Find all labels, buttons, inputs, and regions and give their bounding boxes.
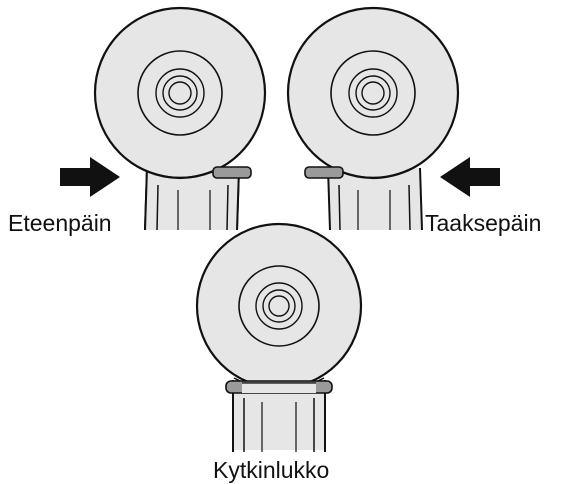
ratchet-head-lock — [195, 222, 363, 390]
ratchet-head-forward — [93, 6, 267, 180]
direction-lever-reverse — [304, 166, 344, 179]
label-forward: Eteenpäin — [8, 210, 112, 236]
ratchet-reverse — [286, 6, 500, 231]
arrow-right-icon — [60, 157, 120, 197]
ratchet-head-reverse — [286, 6, 460, 180]
label-reverse: Taaksepäin — [425, 210, 541, 236]
arrow-left-icon — [440, 157, 500, 197]
direction-lever-forward — [212, 166, 252, 179]
label-lock: Kytkinlukko — [213, 457, 329, 483]
ratchet-forward — [60, 6, 267, 231]
ratchet-lock — [195, 222, 363, 452]
